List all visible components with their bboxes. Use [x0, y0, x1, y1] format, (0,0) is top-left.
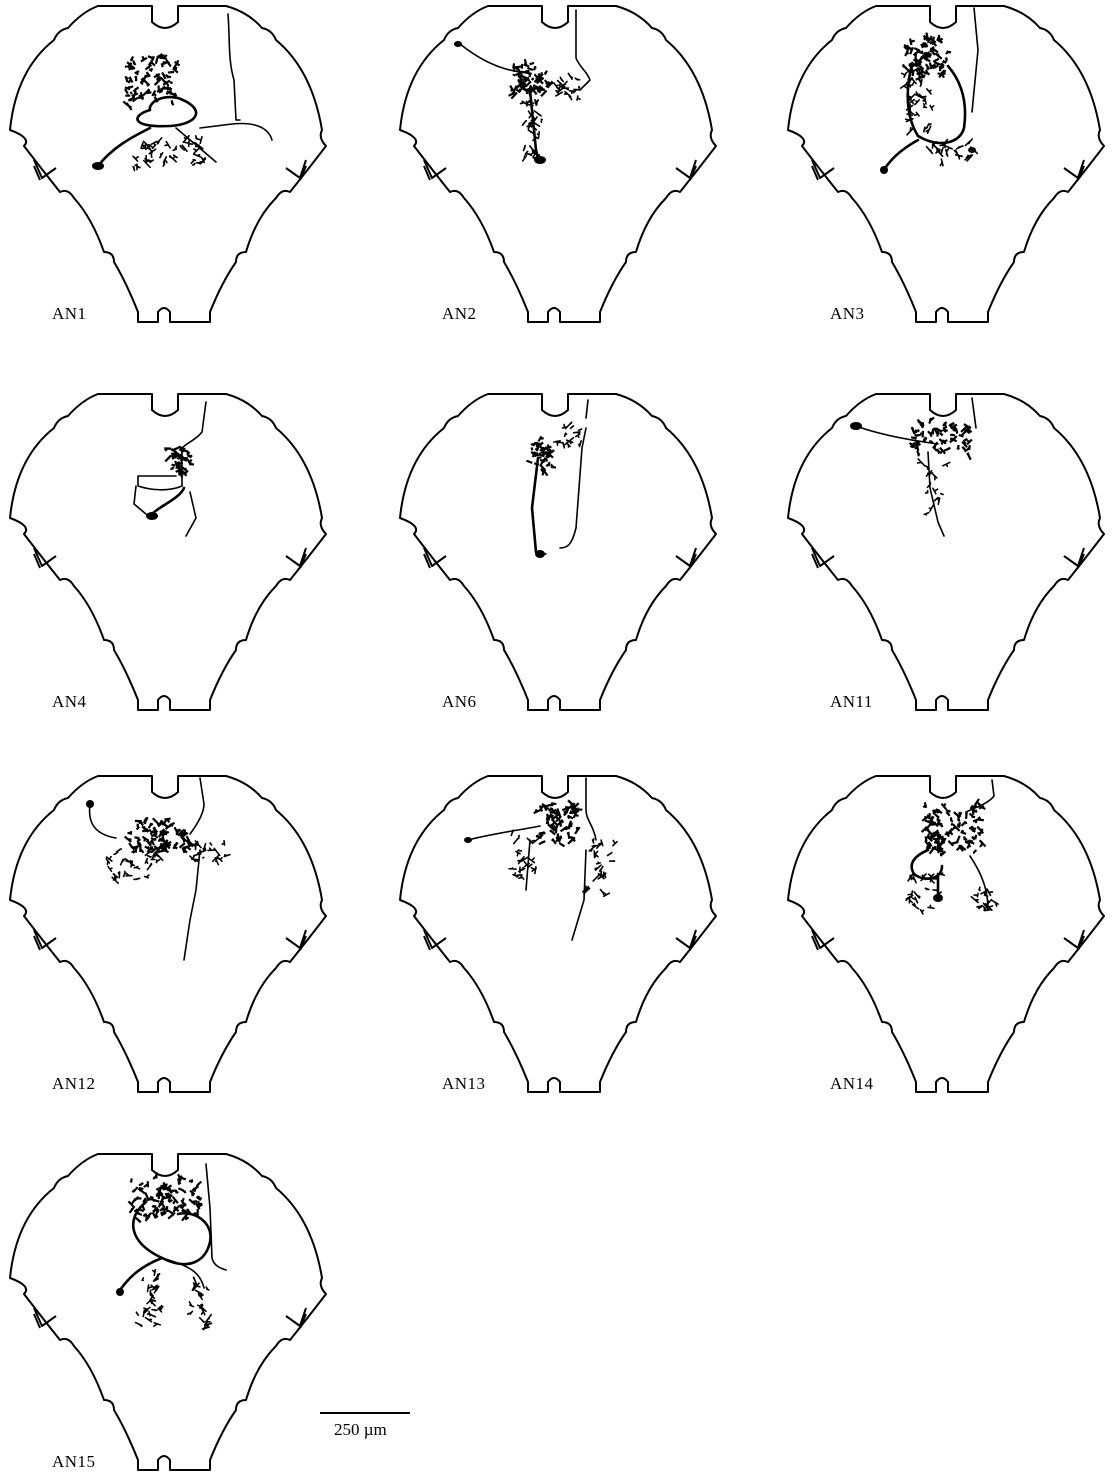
cell-body [850, 422, 862, 430]
dendritic-arbor [190, 841, 230, 865]
panel-an11: AN11 [778, 388, 1118, 718]
contralateral-axon [200, 124, 272, 140]
panel-an3: AN3 [778, 0, 1118, 330]
dendritic-arbor [534, 800, 583, 846]
ganglion-outline-an6 [390, 388, 730, 718]
panel-label-an13: AN13 [442, 1074, 486, 1094]
ascending-axon [972, 398, 976, 428]
soma-neurite [856, 426, 938, 444]
panel-label-an2: AN2 [442, 304, 477, 324]
dendritic-arbor [554, 73, 580, 100]
cell-body [146, 512, 158, 520]
ascending-axon [576, 10, 590, 90]
ganglion-boundary [10, 6, 326, 322]
ascending-axon [190, 778, 204, 834]
ganglion-outline-an15 [0, 1148, 340, 1478]
loop-process [138, 476, 182, 490]
primary-neurite [120, 1258, 162, 1290]
ascending-axon [586, 778, 596, 840]
panel-label-an14: AN14 [830, 1074, 874, 1094]
ascending-axon [206, 1164, 226, 1270]
ganglion-boundary [400, 6, 716, 322]
cell-body [464, 837, 472, 843]
dendritic-arbor [909, 417, 971, 459]
dendritic-arbor [133, 138, 176, 171]
ganglion-boundary [788, 776, 1104, 1092]
scale-bar: 250 µm [320, 1412, 412, 1456]
dendritic-arbor [173, 136, 205, 165]
cell-body [968, 147, 976, 153]
descending-axon [184, 850, 200, 960]
panel-label-an1: AN1 [52, 304, 87, 324]
ganglion-outline-an1 [0, 0, 340, 330]
panel-an14: AN14 [778, 770, 1118, 1100]
cell-body [933, 894, 943, 902]
ascending-axon [560, 400, 588, 548]
panel-an13: AN13 [390, 770, 730, 1100]
dendritic-arbor [583, 839, 617, 897]
dendritic-arbor [188, 1277, 212, 1329]
panel-an1: AN1 [0, 0, 340, 330]
loop-upper [133, 1202, 210, 1264]
panel-an2: AN2 [390, 0, 730, 330]
soma-neurite [468, 826, 540, 840]
cell-body [454, 41, 462, 47]
panel-label-an15: AN15 [52, 1452, 96, 1472]
primary-neurite [884, 140, 918, 170]
ascending-axon [228, 14, 240, 120]
panel-label-an12: AN12 [52, 1074, 96, 1094]
dendritic-arbor [509, 830, 539, 879]
dendritic-arbor [123, 54, 179, 110]
panel-an6: AN6 [390, 388, 730, 718]
dendritic-arbor [526, 436, 555, 475]
primary-neurite [532, 458, 538, 552]
descending-branch [186, 492, 196, 536]
ganglion-boundary [10, 394, 326, 710]
panel-label-an6: AN6 [442, 692, 477, 712]
ganglion-boundary [10, 1154, 326, 1470]
primary-neurite [152, 488, 184, 514]
ganglion-outline-an2 [390, 0, 730, 330]
dendritic-arbor [136, 1270, 163, 1327]
panel-an4: AN4 [0, 388, 340, 718]
panel-an12: AN12 [0, 770, 340, 1100]
soma-neurite [90, 804, 116, 838]
ganglion-outline-an4 [0, 388, 340, 718]
ascending-axon [972, 8, 978, 112]
cell-body [880, 166, 888, 174]
ganglion-outline-an12 [0, 770, 340, 1100]
ganglion-outline-an13 [390, 770, 730, 1100]
dendritic-arbor [971, 887, 998, 910]
dendritic-arbor [106, 847, 162, 883]
panel-label-an4: AN4 [52, 692, 87, 712]
scale-bar-line [320, 1412, 410, 1414]
panel-label-an11: AN11 [830, 692, 873, 712]
panel-label-an3: AN3 [830, 304, 865, 324]
side-branch [134, 486, 146, 514]
cell-body [535, 550, 545, 558]
panel-an15: AN15 [0, 1148, 340, 1478]
cell-body [534, 156, 546, 164]
right-descending [572, 850, 586, 940]
ganglion-outline-an11 [778, 388, 1118, 718]
ganglion-outline-an3 [778, 0, 1118, 330]
crossing-process [162, 1258, 204, 1288]
ganglion-boundary [10, 776, 326, 1092]
dendritic-arbor [554, 422, 582, 448]
cell-body [86, 800, 94, 808]
ganglion-outline-an14 [778, 770, 1118, 1100]
cell-body [92, 162, 104, 170]
right-branch [970, 856, 988, 910]
dendritic-arbor [164, 446, 194, 477]
loop-process [137, 97, 196, 126]
scale-bar-label: 250 µm [334, 1420, 387, 1440]
cell-body [116, 1288, 124, 1296]
